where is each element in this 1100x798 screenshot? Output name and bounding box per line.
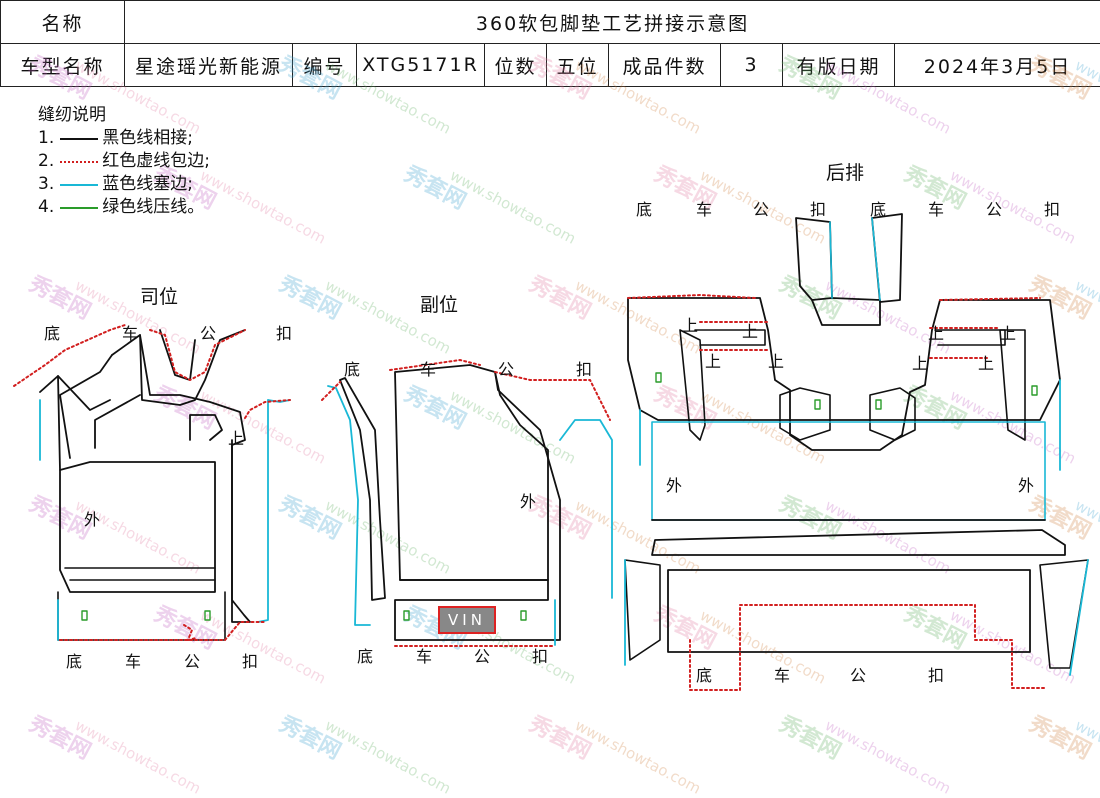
rear-top-buckle-5: 底 xyxy=(870,196,886,220)
driver-bottom-buckle-1: 底 xyxy=(66,648,82,672)
rear-up-mark-7: 上 xyxy=(912,350,928,374)
passenger-out-mark: 外 xyxy=(520,488,536,512)
legend-num: 1. xyxy=(38,127,54,150)
rear-top-buckle-4: 扣 xyxy=(810,196,826,220)
passenger-bottom-buckle-2: 车 xyxy=(416,643,432,667)
legend-item-red: 2. 红色虚线包边; xyxy=(38,150,210,173)
black-line-swatch xyxy=(60,138,98,140)
rear-bottom-buckle-1: 底 xyxy=(696,662,712,686)
rear-out-mark-left: 外 xyxy=(666,472,682,496)
passenger-bottom-buckle-3: 公 xyxy=(474,643,490,667)
rear-out-mark-right: 外 xyxy=(1018,472,1034,496)
driver-bottom-buckle-2: 车 xyxy=(125,648,141,672)
rear-top-buckle-1: 底 xyxy=(636,196,652,220)
rear-top-buckle-6: 车 xyxy=(928,196,944,220)
driver-bottom-buckle-4: 扣 xyxy=(242,648,258,672)
rear-mat xyxy=(625,214,1088,690)
rear-bottom-buckle-4: 扣 xyxy=(928,662,944,686)
legend-text: 绿色线压线。 xyxy=(102,196,204,219)
rear-up-mark-3: 上 xyxy=(705,348,721,372)
rear-top-buckle-8: 扣 xyxy=(1044,196,1060,220)
driver-top-buckle-2: 车 xyxy=(122,320,138,344)
passenger-top-buckle-4: 扣 xyxy=(576,356,592,380)
legend-title: 缝纫说明 xyxy=(38,104,210,127)
rear-top-buckle-7: 公 xyxy=(986,196,1002,220)
legend-item-blue: 3. 蓝色线塞边; xyxy=(38,173,210,196)
rear-bottom-buckle-2: 车 xyxy=(774,662,790,686)
vin-window: VIN xyxy=(438,606,496,634)
driver-mat xyxy=(14,325,290,640)
legend-num: 2. xyxy=(38,150,54,173)
rear-up-mark-1: 上 xyxy=(682,312,698,336)
section-rear: 后排 xyxy=(826,158,864,185)
passenger-top-buckle-3: 公 xyxy=(498,356,514,380)
rear-up-mark-5: 上 xyxy=(928,320,944,344)
sewing-legend: 缝纫说明 1. 黑色线相接; 2. 红色虚线包边; 3. 蓝色线塞边; 4. 绿… xyxy=(38,104,210,219)
diagram-page: 名称 360软包脚垫工艺拼接示意图 车型名称 星途瑶光新能源 编号 XTG517… xyxy=(0,0,1100,734)
section-passenger: 副位 xyxy=(420,290,458,317)
driver-top-buckle-3: 公 xyxy=(200,320,216,344)
passenger-mat xyxy=(322,360,612,646)
red-dotted-swatch xyxy=(60,161,98,163)
rear-top-buckle-3: 公 xyxy=(753,196,769,220)
rear-top-buckle-2: 车 xyxy=(696,196,712,220)
passenger-bottom-buckle-4: 扣 xyxy=(532,643,548,667)
rear-bottom-buckle-3: 公 xyxy=(850,662,866,686)
blue-line-swatch xyxy=(60,184,98,186)
driver-out-mark: 外 xyxy=(84,506,100,530)
driver-top-buckle-1: 底 xyxy=(44,320,60,344)
legend-num: 4. xyxy=(38,196,54,219)
passenger-bottom-buckle-1: 底 xyxy=(357,643,373,667)
green-line-swatch xyxy=(60,207,98,209)
driver-up-mark: 上 xyxy=(228,425,244,449)
rear-up-mark-6: 上 xyxy=(1000,320,1016,344)
legend-item-black: 1. 黑色线相接; xyxy=(38,127,210,150)
driver-bottom-buckle-3: 公 xyxy=(184,648,200,672)
legend-text: 红色虚线包边; xyxy=(102,150,210,173)
legend-text: 黑色线相接; xyxy=(102,127,193,150)
passenger-top-buckle-1: 底 xyxy=(344,356,360,380)
rear-up-mark-2: 上 xyxy=(742,318,758,342)
rear-up-mark-4: 上 xyxy=(768,348,784,372)
legend-num: 3. xyxy=(38,173,54,196)
section-driver: 司位 xyxy=(140,282,178,309)
legend-text: 蓝色线塞边; xyxy=(102,173,193,196)
driver-top-buckle-4: 扣 xyxy=(276,320,292,344)
rear-up-mark-8: 上 xyxy=(978,350,994,374)
passenger-top-buckle-2: 车 xyxy=(420,356,436,380)
legend-item-green: 4. 绿色线压线。 xyxy=(38,196,210,219)
